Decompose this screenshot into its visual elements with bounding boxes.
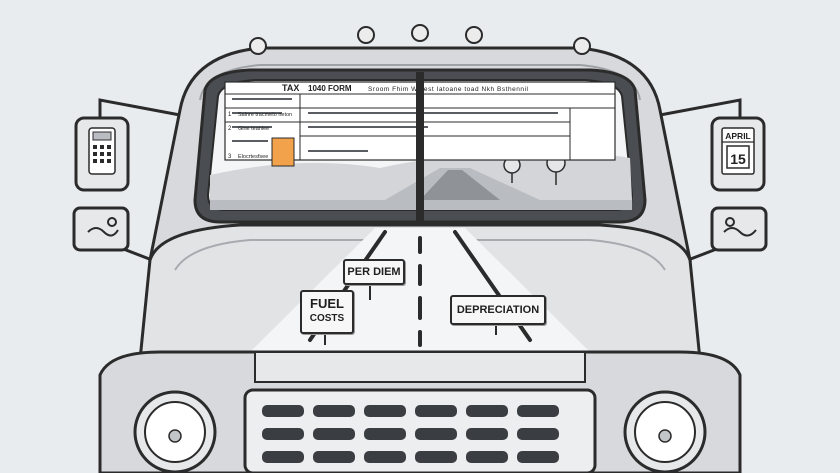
depreciation-sign: DEPRECIATION (450, 295, 546, 325)
form-row-text: Glne teanlee (238, 126, 269, 132)
left-headlight (133, 390, 217, 473)
right-headlight (623, 390, 707, 473)
calendar-month: APRIL (725, 131, 751, 141)
fuel-costs-sign: FUEL COSTS (300, 290, 354, 334)
form-title: 1040 FORM (308, 84, 352, 93)
grille-slats (262, 405, 559, 463)
highlight-box (271, 137, 295, 167)
roof-lights (249, 24, 591, 55)
per-diem-label: PER DIEM (347, 266, 401, 278)
receipt-icon (87, 217, 119, 237)
fuel-label: FUEL (310, 296, 344, 311)
depreciation-label: DEPRECIATION (456, 304, 540, 316)
calculator-icon (88, 127, 116, 175)
form-row-text: Elocrtesfsee (238, 154, 268, 160)
windshield-divider (416, 72, 424, 222)
calendar-icon (721, 127, 755, 175)
receipt-icon (723, 217, 757, 237)
form-row-number: 2 (228, 126, 232, 132)
form-row-number: 1 (228, 112, 232, 118)
form-row-number: 3 (228, 154, 232, 160)
costs-label: COSTS (309, 313, 345, 324)
form-tax-label: TAX (282, 83, 299, 93)
form-header-text: Sroom Fhim Wblest Iatoane toad Nkh Bsthe… (368, 86, 529, 93)
form-row-text: Salnre tracmeto neton (238, 112, 292, 118)
right-lower-mirror (710, 206, 768, 252)
per-diem-sign: PER DIEM (343, 259, 405, 285)
calendar-day: 15 (730, 151, 746, 167)
